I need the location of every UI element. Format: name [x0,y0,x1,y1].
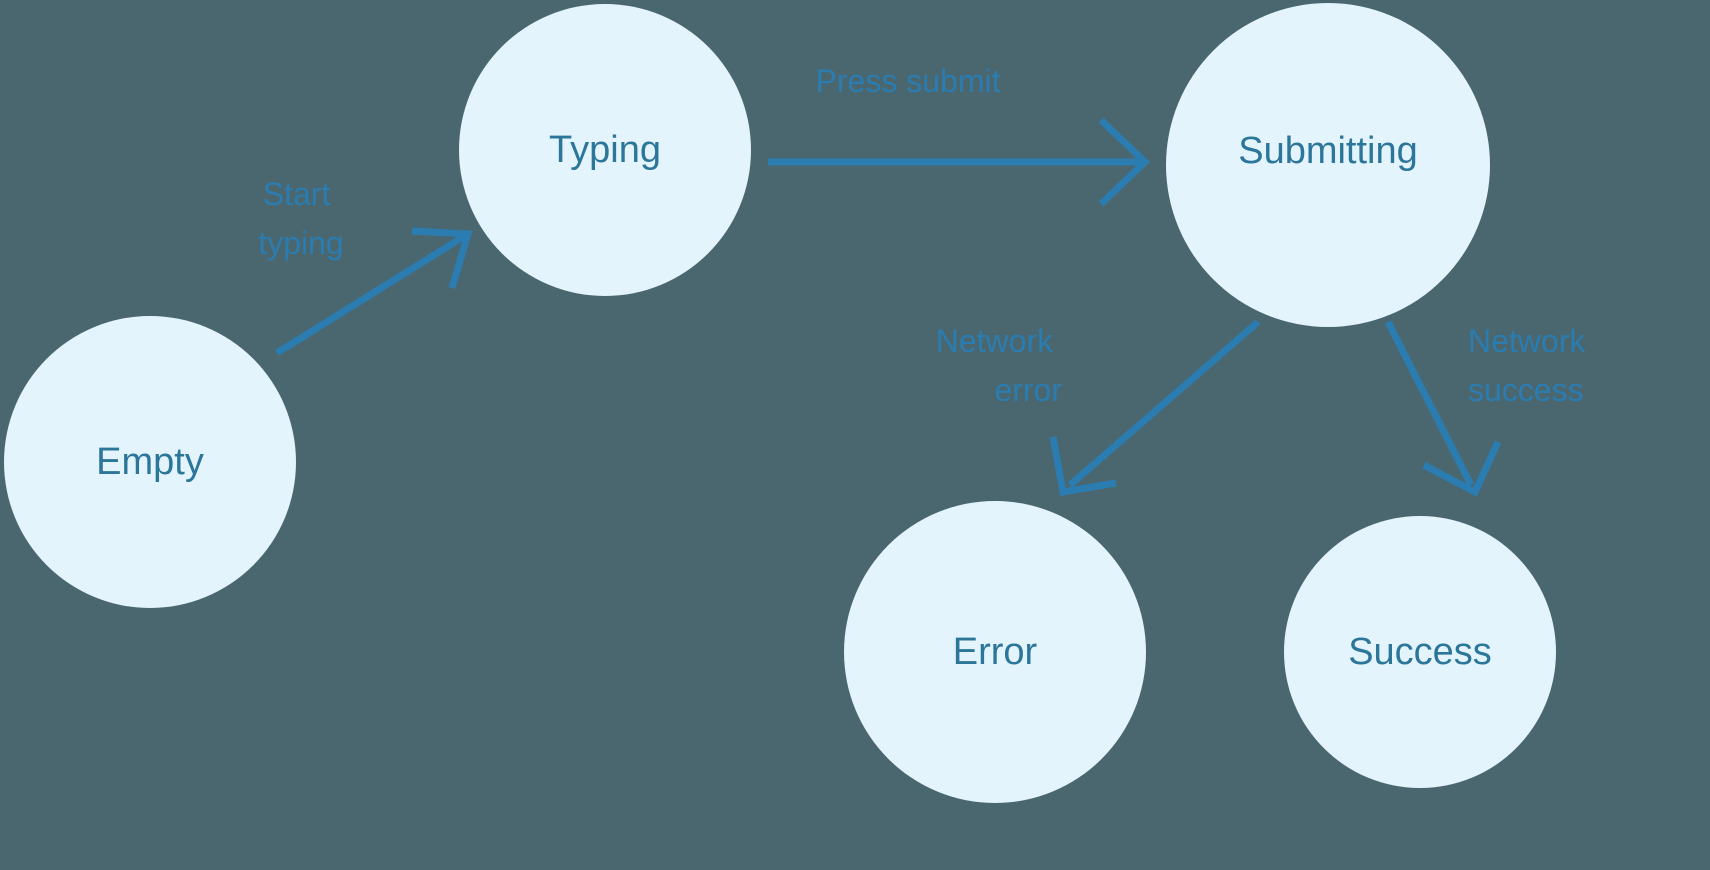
edge-empty-to-typing-arrowhead [411,227,473,289]
state-node-success-circle[interactable] [1284,516,1556,788]
edge-label-line: Press submit [816,63,1001,99]
edge-typing-to-submitting-arrowhead [1098,117,1151,207]
state-node-error-label: Error [953,631,1038,673]
edge-typing-to-submitting: Press submit [768,63,1151,207]
state-node-submitting[interactable]: Submitting [1166,3,1490,327]
edge-submitting-to-success-label: Network success [1468,323,1594,408]
edge-empty-to-typing-line [275,234,465,356]
state-node-typing-circle[interactable] [459,4,751,296]
state-node-empty[interactable]: Empty [4,316,296,608]
edge-typing-to-submitting-label: Press submit [816,63,1001,99]
state-node-typing-label: Typing [549,129,661,171]
edge-label-line: error [994,372,1062,408]
edge-submitting-to-error-line [1067,319,1261,488]
state-node-submitting-circle[interactable] [1166,3,1490,327]
edge-submitting-to-error: Network error [936,319,1261,497]
edge-empty-to-typing: Start typing [258,176,473,356]
state-node-empty-label: Empty [96,441,204,483]
edge-label-line: typing [258,225,343,261]
edge-label-line: Network [1468,323,1586,359]
edge-empty-to-typing-label: Start typing [258,176,343,261]
edge-label-line: success [1468,372,1584,408]
edge-submitting-to-success-line [1384,320,1475,487]
edge-submitting-to-success: Network success [1384,320,1594,497]
edge-submitting-to-error-arrowhead [1049,436,1117,497]
edge-label-line: Network [936,323,1054,359]
state-node-empty-circle[interactable] [4,316,296,608]
state-node-success[interactable]: Success [1284,516,1556,788]
edge-submitting-to-error-label: Network error [936,323,1063,408]
state-node-success-label: Success [1348,631,1492,673]
edge-submitting-to-success-arrowhead [1422,440,1502,497]
edge-label-line: Start [263,176,331,212]
state-node-error-circle[interactable] [844,501,1146,803]
state-node-typing[interactable]: Typing [459,4,751,296]
state-node-submitting-label: Submitting [1238,130,1418,172]
state-node-error[interactable]: Error [844,501,1146,803]
